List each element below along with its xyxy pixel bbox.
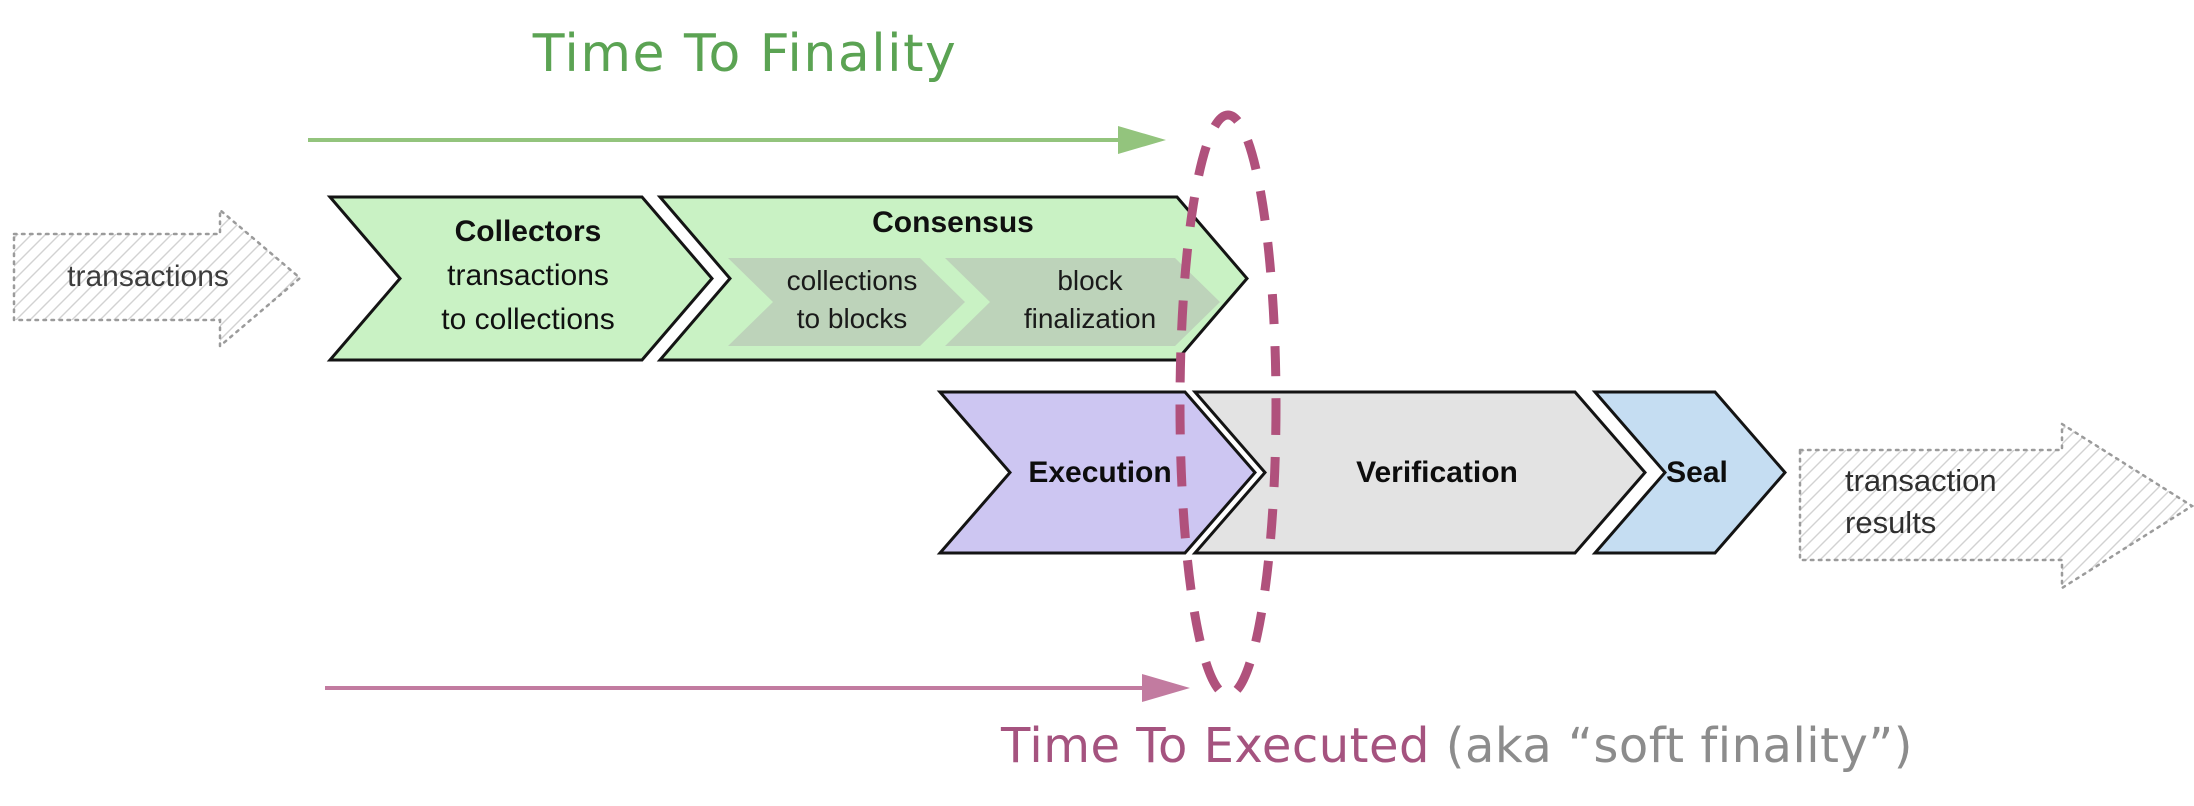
transaction-results-label: transaction results [1845, 460, 1997, 544]
transactions-input-arrow-shape [12, 207, 302, 349]
execution-label: Execution [1028, 456, 1172, 489]
collectors-line1: transactions [447, 259, 609, 292]
time-to-executed-arrow [325, 674, 1190, 702]
sub2-line1: block [1057, 265, 1123, 296]
collectors-line2: to collections [441, 303, 615, 336]
sub1-line2: to blocks [796, 303, 908, 334]
sub1-line1: collections [786, 265, 918, 296]
time-to-executed-primary: Time To Executed [1001, 718, 1430, 774]
soft-finality-boundary-ellipse [1175, 110, 1281, 700]
sub2-line2: finalization [1023, 303, 1157, 334]
time-to-executed-secondary: (aka “soft finality”) [1429, 718, 1913, 774]
collectors-chevron [326, 195, 714, 362]
collectors-label: Collectors transactions to collections [363, 210, 693, 342]
time-to-finality-title: Time To Finality [532, 24, 958, 84]
verification-label: Verification [1356, 456, 1518, 489]
transaction-results-output-arrow-shape [1798, 421, 2194, 591]
time-to-executed-title: Time To Executed (aka “soft finality”) [1001, 718, 1913, 774]
seal-chevron [1591, 390, 1787, 555]
collections-to-blocks-label: collections to blocks [722, 262, 982, 338]
block-finalization-subchevron [945, 258, 1220, 346]
results-line2: results [1845, 505, 1937, 540]
verification-chevron [1191, 390, 1647, 555]
seal-label: Seal [1666, 456, 1728, 489]
transactions-input-label: transactions [67, 260, 229, 293]
collections-to-blocks-subchevron [728, 258, 965, 346]
time-to-finality-arrow [308, 126, 1166, 154]
consensus-title: Consensus [872, 206, 1034, 239]
block-finalization-label: block finalization [960, 262, 1220, 338]
results-line1: transaction [1845, 463, 1997, 498]
collectors-title: Collectors [454, 215, 602, 248]
